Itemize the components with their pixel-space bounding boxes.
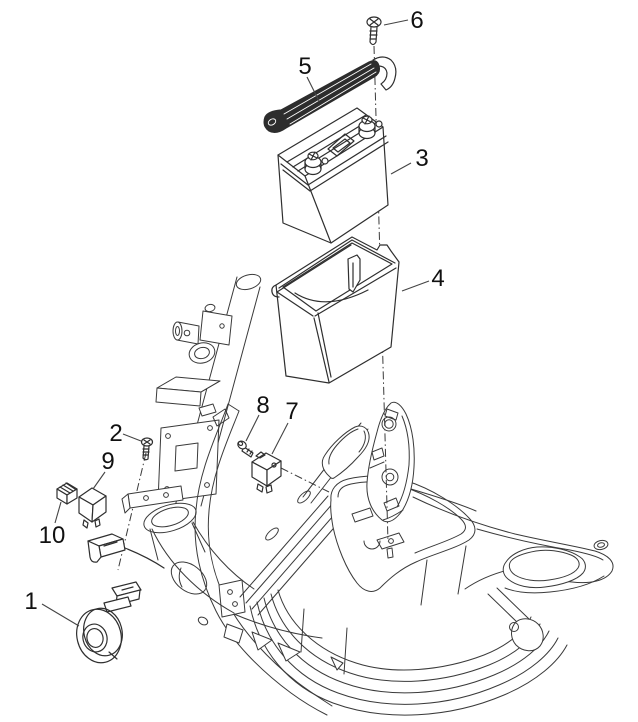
scooter-frame xyxy=(121,273,614,716)
leader-3 xyxy=(390,162,412,175)
callout-label-5: 5 xyxy=(298,53,311,80)
relay-9 xyxy=(78,487,107,529)
relay-7 xyxy=(251,451,282,494)
leader-4 xyxy=(401,280,430,292)
screw-6 xyxy=(366,16,382,46)
callout-label-3: 3 xyxy=(415,145,428,172)
leader-5 xyxy=(306,76,320,102)
battery xyxy=(277,107,389,244)
leader-9 xyxy=(92,471,106,490)
callout-label-7: 7 xyxy=(285,398,298,425)
leader-7 xyxy=(271,422,289,455)
screw-8 xyxy=(237,440,254,458)
callout-label-4: 4 xyxy=(431,265,444,292)
callout-label-9: 9 xyxy=(101,448,114,475)
callout-label-1: 1 xyxy=(24,588,37,615)
callout-label-2: 2 xyxy=(109,420,122,447)
parts xyxy=(56,16,400,664)
alignment-line-screw2 xyxy=(117,452,147,571)
battery-strap xyxy=(263,56,397,134)
callout-label-8: 8 xyxy=(256,392,269,419)
battery-tray xyxy=(271,236,400,384)
callout-label-6: 6 xyxy=(410,7,423,34)
leader-8 xyxy=(245,414,260,442)
leader-1 xyxy=(41,603,80,627)
screw-2 xyxy=(140,437,154,461)
leader-10 xyxy=(54,501,62,524)
leader-6 xyxy=(383,19,409,26)
horn-mount-bracket xyxy=(87,533,165,569)
callouts: 1 2 3 4 5 6 7 8 9 10 xyxy=(24,7,445,627)
leader-2 xyxy=(122,433,142,442)
alignment-line-relay xyxy=(280,467,330,493)
horn xyxy=(76,581,142,664)
connector-10 xyxy=(56,482,78,505)
callout-label-10: 10 xyxy=(39,522,66,549)
